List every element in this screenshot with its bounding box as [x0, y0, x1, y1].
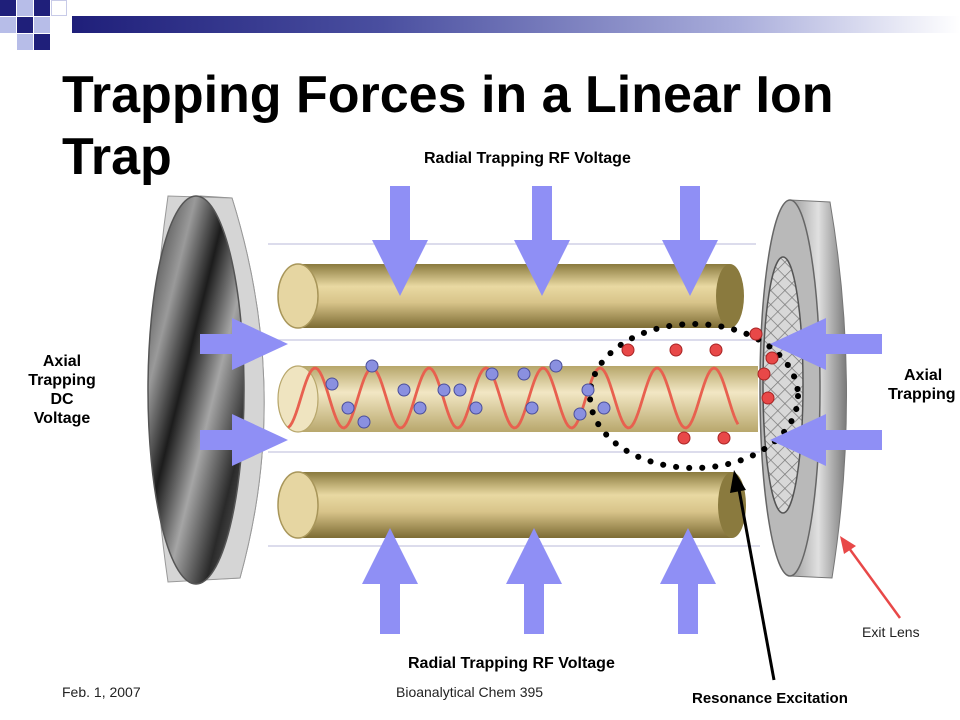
trapped-ion [437, 383, 451, 397]
ions [325, 327, 779, 445]
axial-arrow-left-1 [770, 318, 882, 370]
header-square [0, 0, 16, 16]
radial-arrow-down-2 [514, 186, 570, 296]
ejected-ion [757, 367, 771, 381]
axial-label-right: Axial Trapping [880, 366, 960, 404]
resonance-excitation-label: Resonance Excitation [692, 690, 848, 707]
ejected-ion [709, 343, 723, 357]
ejected-ion [669, 343, 683, 357]
header-square [34, 17, 50, 33]
exit-lens-label: Exit Lens [862, 624, 920, 640]
resonance-excitation-region [587, 321, 801, 471]
ejected-ion [621, 343, 635, 357]
trapped-ion [397, 383, 411, 397]
bottom-rod [277, 471, 746, 539]
ejected-ion [717, 431, 731, 445]
trapped-ion [325, 377, 339, 391]
radial-arrow-down-3 [662, 186, 718, 296]
header-bar [72, 16, 960, 33]
header-square [34, 34, 50, 50]
header-square [17, 0, 33, 16]
axial-arrow-left-2 [770, 414, 882, 466]
trapped-ion [581, 383, 595, 397]
trapped-ion [573, 407, 587, 421]
header-decoration [0, 0, 960, 60]
trapped-ion [469, 401, 483, 415]
trapped-ion [485, 367, 499, 381]
radial-arrow-up-1 [362, 528, 418, 634]
axial-left-line-3: DC [50, 391, 74, 408]
ejected-ion [761, 391, 775, 405]
radial-arrow-up-2 [506, 528, 562, 634]
axial-left-line-4: Voltage [33, 410, 91, 427]
trapped-ion [357, 415, 371, 429]
axial-right-line-1: Axial [904, 367, 943, 384]
radial-rf-label-bottom: Radial Trapping RF Voltage [408, 655, 615, 672]
left-end-lens [147, 195, 265, 585]
header-square [0, 17, 16, 33]
ion-trajectory [287, 366, 740, 430]
trapped-ion [341, 401, 355, 415]
header-square [17, 34, 33, 50]
radial-arrows-bottom [362, 528, 716, 634]
ejected-ion [749, 327, 763, 341]
header-square [17, 17, 33, 33]
resonance-pointer-arrow [730, 470, 776, 681]
ejected-ion [765, 351, 779, 365]
exit-lens-pointer-arrow [840, 536, 902, 619]
ejected-ion [677, 431, 691, 445]
axial-left-line-1: Axial [42, 353, 82, 370]
radial-arrow-up-3 [660, 528, 716, 634]
axial-arrows-right [770, 318, 882, 466]
top-rod [277, 263, 744, 329]
exit-lens [759, 199, 847, 579]
radial-arrow-down-1 [372, 186, 428, 296]
axial-dc-label-left: Axial Trapping DC Voltage [14, 352, 110, 428]
footer-date: Feb. 1, 2007 [62, 684, 141, 700]
trapped-ion [549, 359, 563, 373]
trapped-ion [525, 401, 539, 415]
axial-arrow-right-1 [200, 318, 288, 370]
trapped-ion [453, 383, 467, 397]
header-square [51, 0, 67, 16]
footer-course: Bioanalytical Chem 395 [396, 684, 544, 700]
slide-title: Trapping Forces in a Linear Ion Trap [62, 66, 834, 186]
axial-right-line-2: Trapping [888, 386, 956, 403]
header-square [34, 0, 50, 16]
trapped-ion [597, 401, 611, 415]
trapped-ion [365, 359, 379, 373]
axial-arrows-left [200, 318, 288, 466]
axial-arrow-right-2 [200, 414, 288, 466]
axial-left-line-2: Trapping [28, 372, 96, 389]
radial-rf-label-top: Radial Trapping RF Voltage [424, 150, 631, 167]
trapped-ion [413, 401, 427, 415]
radial-arrows-top [372, 186, 718, 296]
trapped-ion [517, 367, 531, 381]
